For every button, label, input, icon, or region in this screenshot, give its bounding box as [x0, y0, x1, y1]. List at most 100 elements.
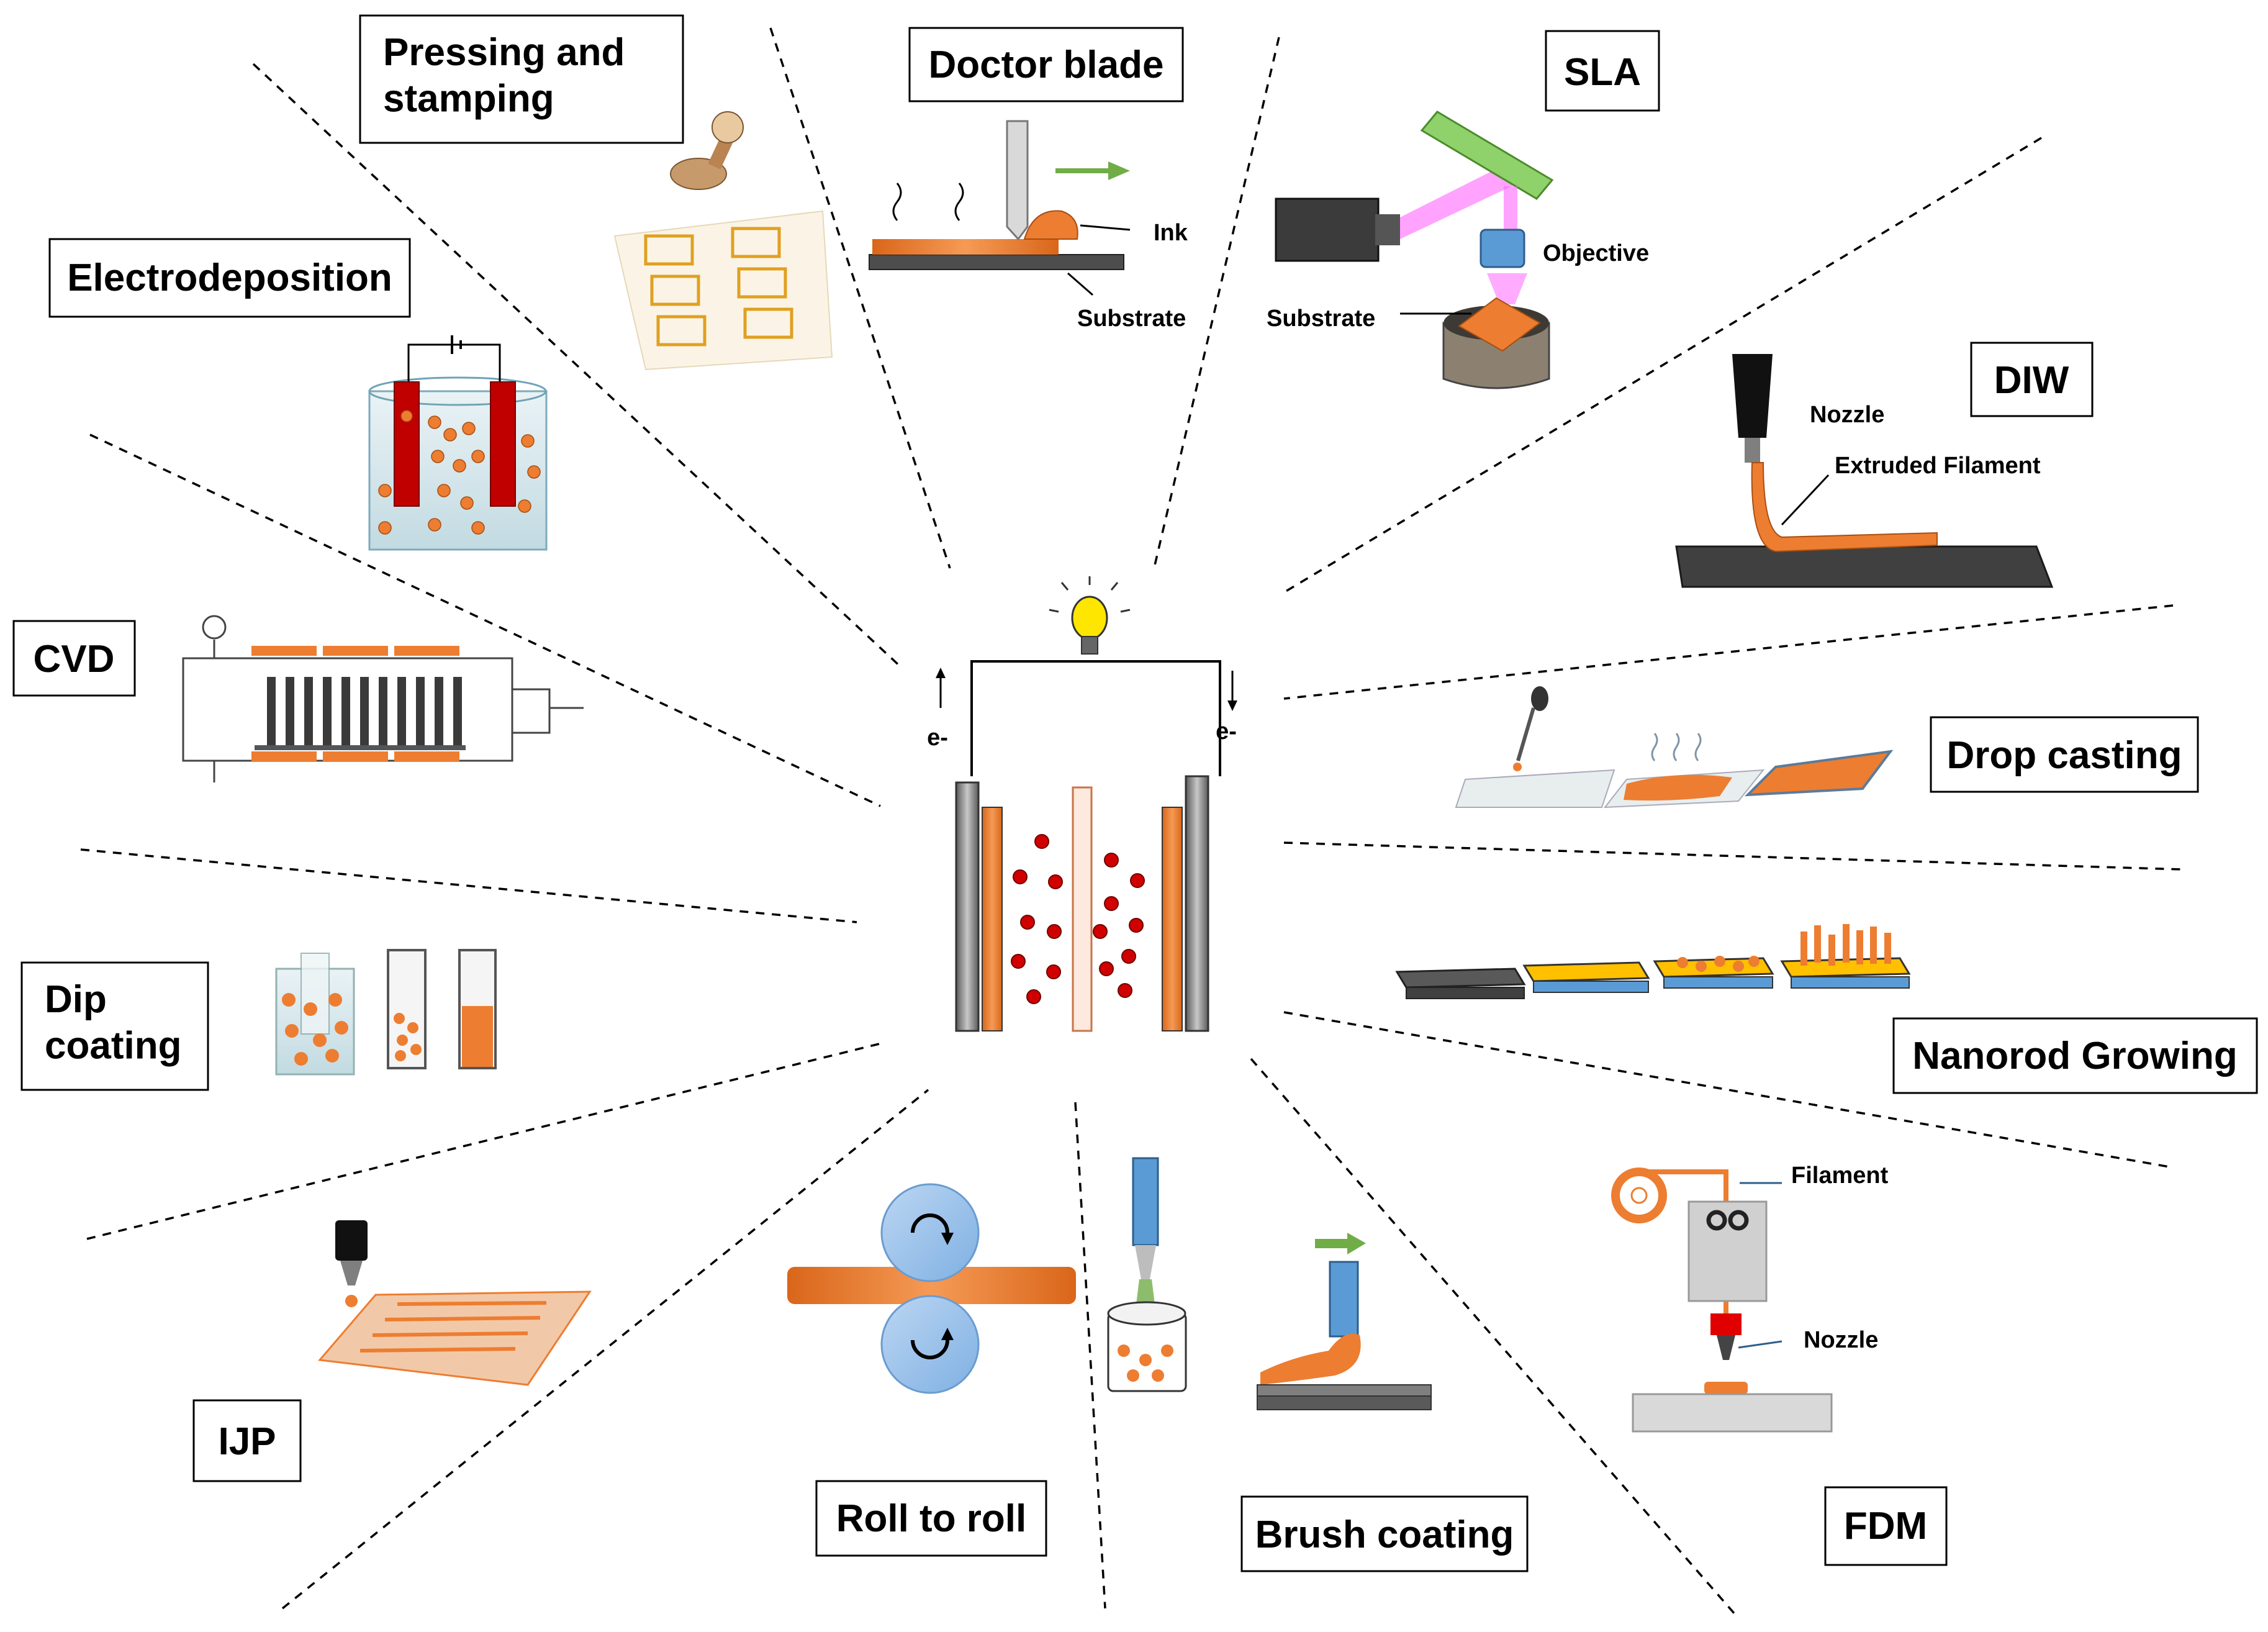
method-nanorod-growing: Nanorod Growing — [1395, 924, 2258, 1094]
nanorod-stage-2 — [1522, 961, 1650, 993]
cvd-label: CVD — [34, 638, 115, 681]
printhead-icon — [335, 1220, 368, 1261]
sla-substrate-label: Substrate — [1267, 306, 1375, 332]
nanorod-stage-1 — [1395, 968, 1526, 999]
method-cvd: CVD — [12, 615, 584, 782]
roll-sheet — [787, 1267, 1076, 1304]
working-electrode — [394, 381, 420, 507]
doctor-substrate-label: Substrate — [1077, 306, 1186, 332]
doctor-blade-label: Doctor blade — [929, 43, 1164, 86]
diw-nozzle-label: Nozzle — [1810, 402, 1884, 428]
brushed-layer — [1260, 1333, 1361, 1385]
brush-coating-label-box — [1240, 1495, 1529, 1572]
nanorod-stage-3 — [1653, 956, 1774, 989]
ijp-label: IJP — [218, 1420, 276, 1463]
brush-direction-arrow-icon — [1347, 1233, 1366, 1254]
diw-filament-label: Extruded Filament — [1835, 453, 2041, 479]
sla-print-part — [1458, 297, 1541, 352]
electrode-right — [1162, 807, 1183, 1031]
fdm-label: FDM — [1844, 1505, 1927, 1548]
brush-handle-icon — [1329, 1261, 1359, 1338]
fdm-label-box — [1824, 1486, 1948, 1566]
nanorod-label: Nanorod Growing — [1912, 1035, 2238, 1077]
central-electrochemical-cell: e- e- — [927, 576, 1237, 1032]
rotate-arrow-icon — [911, 1213, 949, 1233]
electrode-left — [982, 807, 1003, 1031]
cast-film-wet — [1624, 774, 1732, 801]
brush-coating-label: Brush coating — [1255, 1513, 1514, 1556]
ink-film — [872, 239, 1059, 255]
spray-dispense-illustration — [1107, 1157, 1187, 1392]
printed-pattern — [644, 227, 793, 347]
laser-beam — [1400, 163, 1518, 239]
fdm-nozzle-label: Nozzle — [1804, 1327, 1878, 1353]
vapor-icon — [892, 183, 902, 221]
drop-casting-label-box — [1930, 716, 2199, 793]
diw-substrate — [1675, 545, 2054, 588]
counter-electrode — [490, 381, 516, 507]
brush-substrate — [1257, 1395, 1432, 1410]
sla-label: SLA — [1564, 51, 1641, 94]
stamp-icon — [670, 111, 744, 190]
interdigitated-pattern — [359, 1301, 547, 1353]
light-bulb-icon — [1049, 576, 1131, 655]
doctor-ink-label: Ink — [1154, 220, 1188, 246]
doctor-blade-label-box — [908, 27, 1184, 102]
nanorod-stage-4 — [1780, 924, 1911, 989]
method-roll-to-roll: Roll to roll — [787, 1183, 1076, 1557]
pipette-icon — [1516, 707, 1535, 761]
printed-electrode-sheet — [318, 1290, 592, 1386]
fdm-build-plate — [1632, 1393, 1833, 1433]
cast-film-dry — [1744, 750, 1894, 797]
cvd-label-box — [12, 620, 136, 697]
dip-particles — [282, 993, 348, 1066]
extruded-filament-icon — [1751, 462, 1938, 553]
nanorod-label-box — [1892, 1017, 2258, 1094]
upper-roller — [880, 1183, 980, 1282]
electron-flow-left: e- — [927, 668, 948, 751]
electrolyte-ions — [1011, 834, 1145, 1004]
electron-label-right: e- — [1216, 719, 1237, 745]
method-brush-coating: Brush coating — [1240, 1233, 1529, 1572]
cvd-nanotubes — [267, 677, 462, 745]
current-collector-left — [955, 781, 980, 1032]
cvd-heaters — [251, 646, 459, 761]
radial-dividers — [80, 27, 2183, 1616]
electron-flow-right: e- — [1216, 671, 1237, 745]
spray-nozzle-icon — [1132, 1157, 1159, 1246]
extruder-body — [1687, 1200, 1768, 1302]
roll-to-roll-label-box — [815, 1480, 1047, 1557]
method-drop-casting: Drop casting — [1455, 686, 2199, 809]
suspended-particles — [378, 410, 541, 535]
ijp-label-box — [192, 1399, 302, 1482]
roll-to-roll-label: Roll to roll — [836, 1497, 1027, 1540]
method-fdm: FDM Filament Nozzle — [1611, 1163, 1948, 1566]
electrodeposition-label-box — [48, 238, 411, 318]
pressure-gauge-icon — [202, 615, 227, 640]
pressing-label-box — [359, 14, 684, 144]
separator — [1072, 786, 1093, 1032]
electrodeposition-label: Electrodeposition — [67, 256, 392, 299]
blade-icon — [1006, 120, 1029, 241]
hot-end-icon — [1710, 1313, 1742, 1335]
fdm-filament-label: Filament — [1791, 1163, 1889, 1189]
rotate-arrow-icon-2 — [911, 1340, 949, 1359]
method-sla: SLA Objective Substrate — [1267, 30, 1660, 389]
mirror-icon — [1420, 111, 1554, 200]
method-electrodeposition: Electrodeposition — [48, 238, 548, 551]
method-doctor-blade: Doctor blade Ink Substrate — [869, 27, 1188, 332]
diw-label-box — [1970, 342, 2094, 417]
electron-label-left: e- — [927, 725, 948, 751]
external-circuit-wire — [970, 660, 1221, 776]
method-diw: DIW Nozzle Extruded Filament — [1675, 342, 2094, 588]
sla-label-box — [1545, 30, 1660, 112]
objective-lens-icon — [1480, 229, 1525, 268]
laser-source-icon — [1275, 197, 1380, 262]
lower-roller — [880, 1295, 980, 1394]
drop-casting-label: Drop casting — [1947, 734, 2182, 777]
